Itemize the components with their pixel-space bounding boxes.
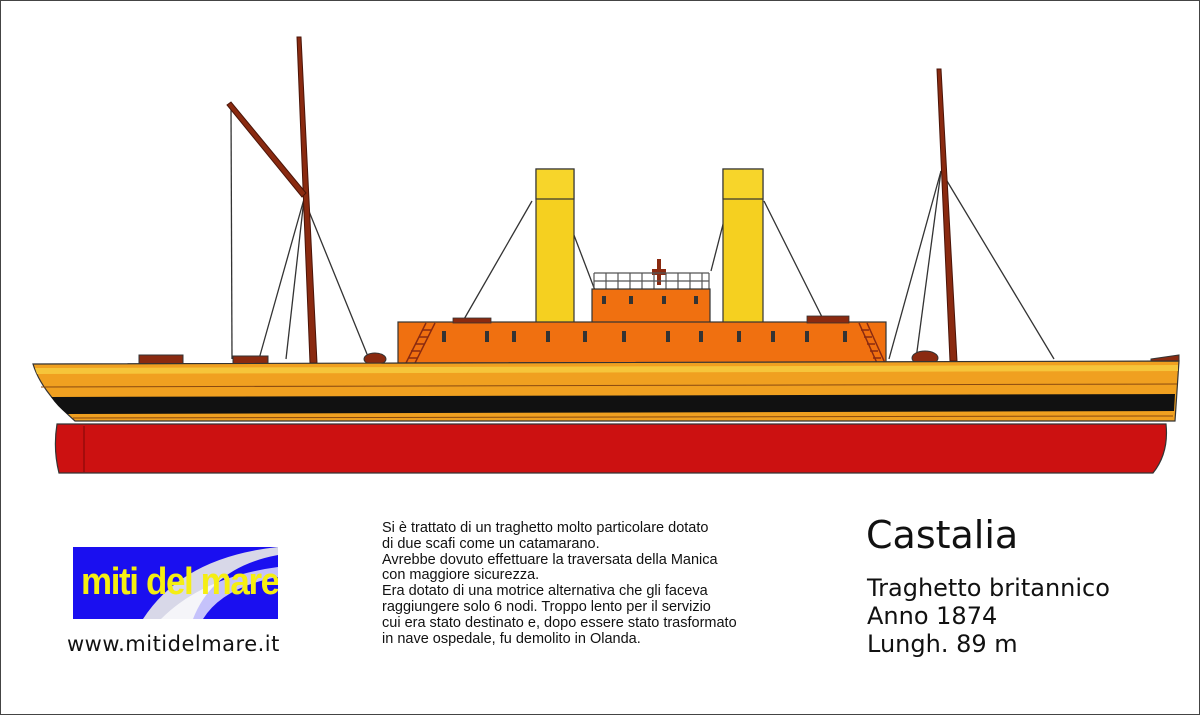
description-line: in nave ospedale, fu demolito in Olanda. bbox=[382, 630, 641, 647]
description-line: cui era stato destinato e, dopo essere s… bbox=[382, 614, 737, 631]
ship-name: Castalia bbox=[866, 513, 1019, 557]
logo-wave-graphic bbox=[143, 547, 278, 619]
ship-year: Anno 1874 bbox=[867, 602, 998, 630]
logo-text: miti del mare bbox=[81, 561, 278, 603]
lower-deckhouse bbox=[397, 315, 887, 364]
description-line: di due scafi come un catamarano. bbox=[382, 535, 600, 552]
funnels bbox=[535, 168, 764, 324]
website-url: www.mitidelmare.it bbox=[67, 632, 280, 656]
ship-length: Lungh. 89 m bbox=[867, 630, 1018, 658]
ship-type: Traghetto britannico bbox=[867, 574, 1110, 602]
miti-del-mare-logo: miti del mare bbox=[73, 547, 278, 619]
upper-deckhouse bbox=[591, 259, 711, 324]
description-line: raggiungere solo 6 nodi. Troppo lento pe… bbox=[382, 598, 711, 615]
ship-description: Si è trattato di un traghetto molto part… bbox=[382, 520, 812, 647]
hull bbox=[32, 360, 1180, 474]
description-line: con maggiore sicurezza. bbox=[382, 567, 540, 584]
description-line: Avrebbe dovuto effettuare la traversata … bbox=[382, 551, 718, 568]
ship-info: Traghetto britannico Anno 1874 Lungh. 89… bbox=[867, 574, 1110, 658]
main-mast bbox=[936, 68, 958, 362]
ship-illustration bbox=[32, 36, 1180, 474]
description-line: Era dotato di una motrice alternativa ch… bbox=[382, 583, 708, 600]
description-line: Si è trattato di un traghetto molto part… bbox=[382, 520, 709, 536]
